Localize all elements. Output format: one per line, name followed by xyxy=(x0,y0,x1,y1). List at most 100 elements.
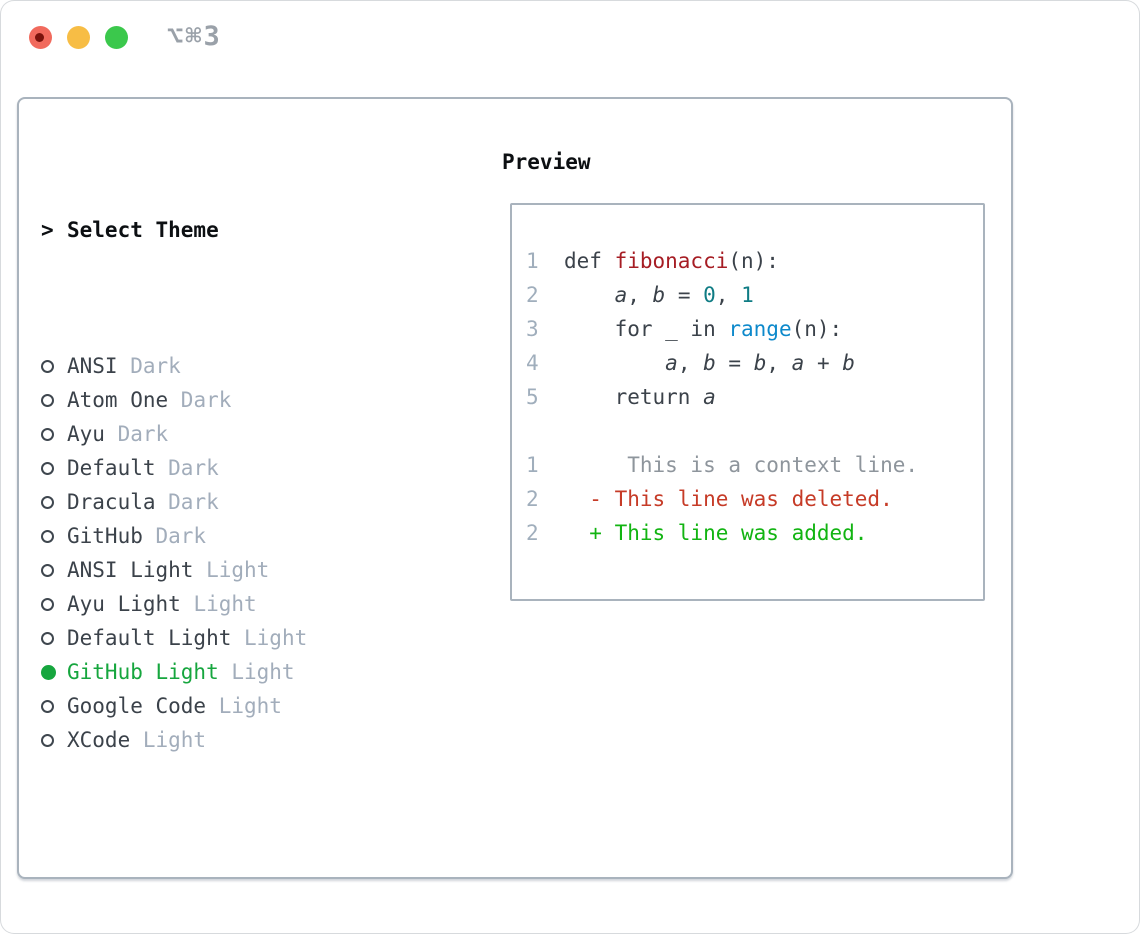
theme-variant: Light xyxy=(206,694,282,718)
radio-icon xyxy=(41,427,67,441)
theme-variant: Light xyxy=(180,592,257,616)
theme-option-dracula[interactable]: Dracula Dark xyxy=(41,485,395,519)
theme-name: Google Code xyxy=(67,694,207,718)
code-segment: + This line was added. xyxy=(564,521,868,545)
theme-variant: Light xyxy=(218,660,295,684)
minimize-button[interactable] xyxy=(67,26,90,49)
circle-icon xyxy=(41,495,54,509)
circle-icon xyxy=(41,733,54,747)
code-segment: - This line was deleted. xyxy=(564,487,893,511)
theme-option-github-light[interactable]: GitHub Light Light xyxy=(41,655,395,689)
preview-line: 2 - This line was deleted. xyxy=(526,482,975,516)
code-segment: 0 xyxy=(703,283,716,307)
theme-variant: Dark xyxy=(155,456,219,480)
radio-icon xyxy=(41,495,67,509)
code-segment: (n): xyxy=(791,317,843,341)
preview-line: 3 for _ in range(n): xyxy=(526,312,975,346)
select-theme-title: Select Theme xyxy=(67,218,219,242)
code-segment: = xyxy=(665,283,704,307)
theme-option-ayu-light[interactable]: Ayu Light Light xyxy=(41,587,395,621)
theme-option-ansi[interactable]: ANSI Dark xyxy=(41,349,395,383)
theme-name: Default xyxy=(67,456,156,480)
code-segment: a xyxy=(665,351,678,375)
window-title: ⌥⌘3 xyxy=(167,21,222,52)
code-segment: a xyxy=(791,351,805,375)
preview-line: 2 a, b = 0, 1 xyxy=(526,278,975,312)
line-number: 1 xyxy=(526,453,539,477)
circle-icon xyxy=(41,393,54,407)
circle-icon xyxy=(41,699,54,713)
zoom-button[interactable] xyxy=(105,26,128,49)
preview-line: 5 return a xyxy=(526,380,975,414)
close-button[interactable] xyxy=(29,26,52,49)
theme-option-google-code[interactable]: Google Code Light xyxy=(41,689,395,723)
line-number: 5 xyxy=(526,385,539,409)
code-segment: , xyxy=(627,283,653,307)
theme-option-ayu[interactable]: Ayu Dark xyxy=(41,417,395,451)
code-segment: def xyxy=(564,249,615,273)
theme-name: GitHub Light xyxy=(67,660,219,684)
theme-option-github[interactable]: GitHub Dark xyxy=(41,519,395,553)
theme-name: Default Light xyxy=(67,626,232,650)
theme-option-default-light[interactable]: Default Light Light xyxy=(41,621,395,655)
theme-variant: Dark xyxy=(117,354,181,378)
code-segment: for _ in xyxy=(564,317,729,341)
theme-option-default[interactable]: Default Dark xyxy=(41,451,395,485)
circle-icon xyxy=(41,563,54,577)
code-segment: b xyxy=(703,351,716,375)
radio-icon xyxy=(41,597,67,611)
preview-line: 2 + This line was added. xyxy=(526,516,975,550)
code-segment: 1 xyxy=(741,283,754,307)
code-segment: This is a context line. xyxy=(564,453,919,477)
code-segment: (n): xyxy=(728,249,779,273)
code-segment: fibonacci xyxy=(614,249,729,273)
theme-variant: Dark xyxy=(155,490,219,514)
radio-icon xyxy=(41,529,67,543)
radio-icon xyxy=(41,563,67,577)
radio-icon xyxy=(41,461,67,475)
line-number: 4 xyxy=(526,351,539,375)
code-segment: , xyxy=(715,283,742,307)
theme-option-ansi-light[interactable]: ANSI Light Light xyxy=(41,553,395,587)
theme-name: ANSI Light xyxy=(67,558,194,582)
circle-icon xyxy=(41,631,54,645)
preview-line xyxy=(526,414,975,448)
theme-variant: Dark xyxy=(104,422,169,446)
theme-name: Dracula xyxy=(67,490,156,514)
code-segment: a xyxy=(614,283,628,307)
code-segment xyxy=(564,283,615,307)
code-segment: return xyxy=(564,385,704,409)
theme-option-atom-one[interactable]: Atom One Dark xyxy=(41,383,395,417)
theme-option-xcode[interactable]: XCode Light xyxy=(41,723,395,757)
spacer xyxy=(41,859,395,893)
theme-name: ANSI xyxy=(67,354,118,378)
preview-line: 1 This is a context line. xyxy=(526,448,975,482)
preview-title: Preview xyxy=(502,150,591,174)
code-segment: , xyxy=(766,351,792,375)
code-segment: , xyxy=(677,351,704,375)
preview-line: 4 a, b = b, a + b xyxy=(526,346,975,380)
radio-icon xyxy=(41,359,67,373)
line-number: 2 xyxy=(526,521,539,545)
code-segment: b xyxy=(753,351,767,375)
record-dot-icon xyxy=(35,33,44,42)
code-segment: = xyxy=(715,351,754,375)
circle-icon xyxy=(41,427,54,441)
circle-icon xyxy=(41,461,54,475)
theme-name: Atom One xyxy=(67,388,169,412)
code-segment: range xyxy=(728,317,792,341)
theme-variant: Light xyxy=(193,558,270,582)
theme-name: Ayu Light xyxy=(67,592,181,616)
arrow-icon: > xyxy=(41,218,54,242)
code-segment: + xyxy=(804,351,843,375)
code-segment: b xyxy=(842,351,855,375)
circle-icon xyxy=(41,529,54,543)
radio-icon xyxy=(41,631,67,645)
theme-variant: Light xyxy=(130,728,207,752)
code-segment: a xyxy=(703,385,716,409)
line-number: 2 xyxy=(526,487,539,511)
theme-variant: Dark xyxy=(142,524,207,548)
